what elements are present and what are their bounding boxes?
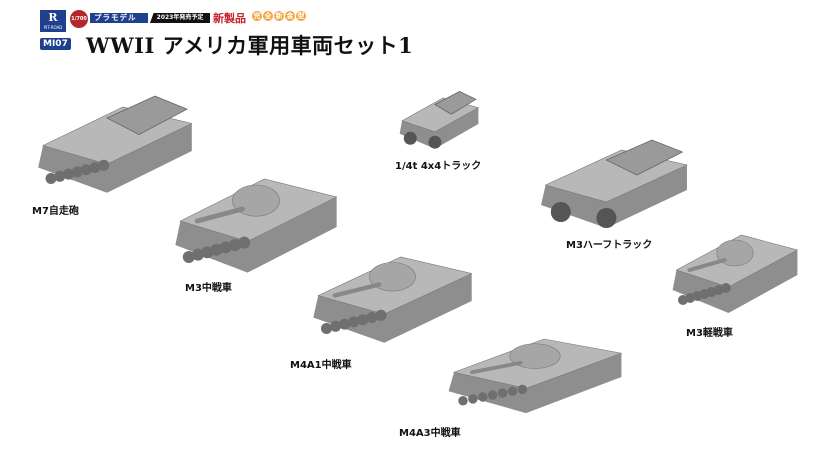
- road-wheel: [468, 394, 478, 404]
- road-wheel: [238, 236, 251, 249]
- mold-badge: 完: [252, 11, 262, 21]
- road-wheel: [229, 239, 241, 251]
- road-wheel: [458, 396, 468, 406]
- road-wheel: [80, 164, 92, 176]
- product-code: MI07: [40, 38, 71, 50]
- vehicle-label: M7自走砲: [32, 206, 79, 217]
- logo-text: PIT-ROAD: [43, 25, 63, 30]
- road-wheel: [478, 392, 488, 402]
- m3-medium-model: [175, 178, 338, 273]
- vehicle-label: 1/4t 4x4トラック: [395, 161, 482, 172]
- m7-model: [38, 95, 193, 193]
- new-mold-badges: 完 全 新 金 型: [252, 11, 306, 21]
- road-wheel: [357, 314, 369, 326]
- gun-barrel: [470, 360, 523, 375]
- road-wheel: [720, 283, 731, 293]
- vehicle-label: M4A1中戦車: [290, 360, 352, 371]
- road-wheel: [71, 166, 83, 178]
- open-compartment: [434, 91, 477, 115]
- vehicle-label: M3ハーフトラック: [566, 240, 653, 251]
- m3-light-model: [672, 234, 799, 313]
- road-wheel: [348, 316, 360, 328]
- road-wheel: [45, 173, 57, 184]
- gun-barrel: [332, 282, 382, 298]
- scale-badge: 1/700: [70, 10, 88, 28]
- road-wheel: [330, 320, 342, 332]
- kit-type-banner: プラモデル: [90, 13, 148, 23]
- road-wheel: [201, 246, 214, 259]
- mold-badge: 型: [296, 11, 306, 21]
- road-wheel: [54, 170, 66, 182]
- release-banner: 2023年発売予定: [150, 13, 210, 23]
- m4a3-model: [448, 338, 623, 414]
- road-wheel: [210, 243, 223, 256]
- page-title: WWII アメリカ軍用車両セット1: [86, 33, 414, 58]
- road-wheel: [321, 323, 332, 334]
- road-wheel: [192, 248, 205, 261]
- road-wheel: [487, 390, 498, 400]
- gun-barrel: [194, 206, 245, 224]
- wheel: [596, 208, 617, 228]
- road-wheel: [63, 168, 75, 180]
- mold-badge: 金: [285, 11, 295, 21]
- jeep-model: [399, 91, 480, 149]
- mold-badge: 新: [274, 11, 284, 21]
- open-compartment: [106, 95, 188, 135]
- road-wheel: [507, 386, 518, 396]
- vehicle-label: M4A3中戦車: [399, 428, 461, 439]
- road-wheel: [219, 241, 232, 254]
- road-wheel: [182, 251, 195, 263]
- road-wheel: [517, 384, 528, 395]
- halftrack-model: [541, 139, 688, 228]
- wheel: [550, 202, 571, 222]
- m4a1-model: [313, 256, 473, 343]
- road-wheel: [339, 318, 351, 330]
- new-product-label: 新製品: [213, 12, 246, 25]
- wheel: [428, 135, 442, 149]
- mold-badge: 全: [263, 11, 273, 21]
- road-wheel: [366, 312, 378, 323]
- road-wheel: [98, 159, 110, 171]
- open-compartment: [605, 139, 684, 176]
- gun-barrel: [687, 258, 727, 272]
- vehicle-label: M3軽戦車: [686, 328, 733, 339]
- road-wheel: [497, 388, 508, 398]
- vehicle-label: M3中戦車: [185, 283, 232, 294]
- wheel: [403, 131, 417, 145]
- road-wheel: [375, 309, 387, 321]
- road-wheel: [89, 162, 101, 173]
